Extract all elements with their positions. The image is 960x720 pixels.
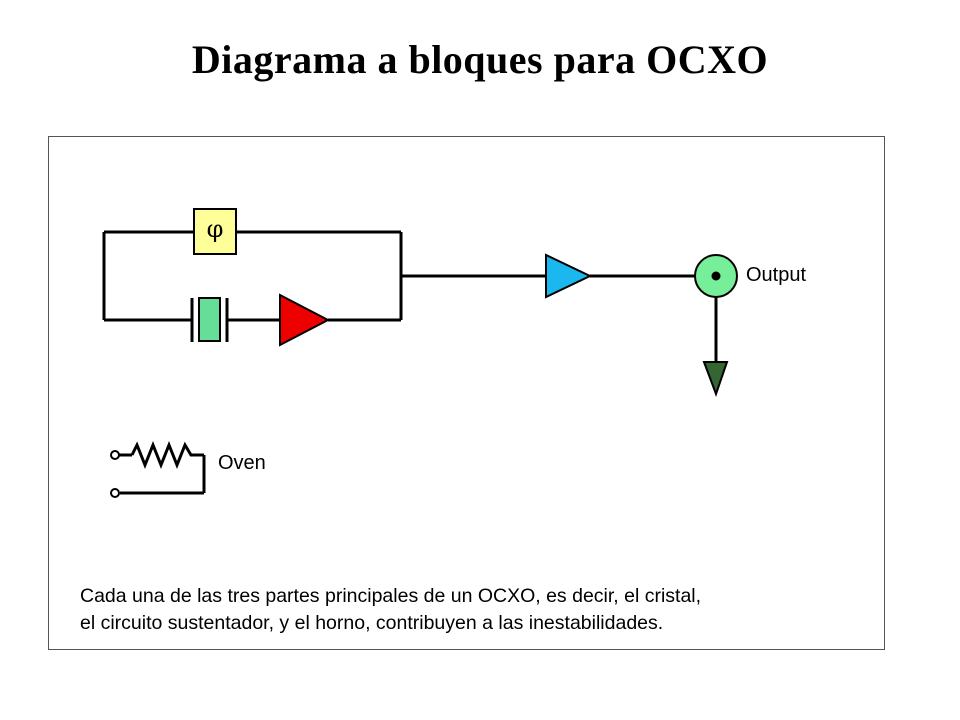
page-title: Diagrama a bloques para OCXO <box>191 37 769 82</box>
ground-arrow-icon <box>702 361 729 397</box>
buffer-amplifier-icon <box>545 253 593 299</box>
phase-symbol: φ <box>206 215 224 243</box>
sustaining-amplifier-icon <box>279 293 331 347</box>
phase-block <box>193 208 237 255</box>
caption: Cada una de las tres partes principales … <box>80 583 870 637</box>
oven-label: Oven <box>218 452 266 474</box>
oven-resistor-icon <box>110 440 206 498</box>
caption-line-2: el circuito sustentador, y el horno, con… <box>80 612 664 634</box>
caption-line-1: Cada una de las tres partes principales … <box>80 585 702 607</box>
crystal-icon <box>190 297 229 342</box>
diagram-frame <box>48 136 885 650</box>
output-label: Output <box>746 264 807 286</box>
output-dot <box>711 271 721 281</box>
